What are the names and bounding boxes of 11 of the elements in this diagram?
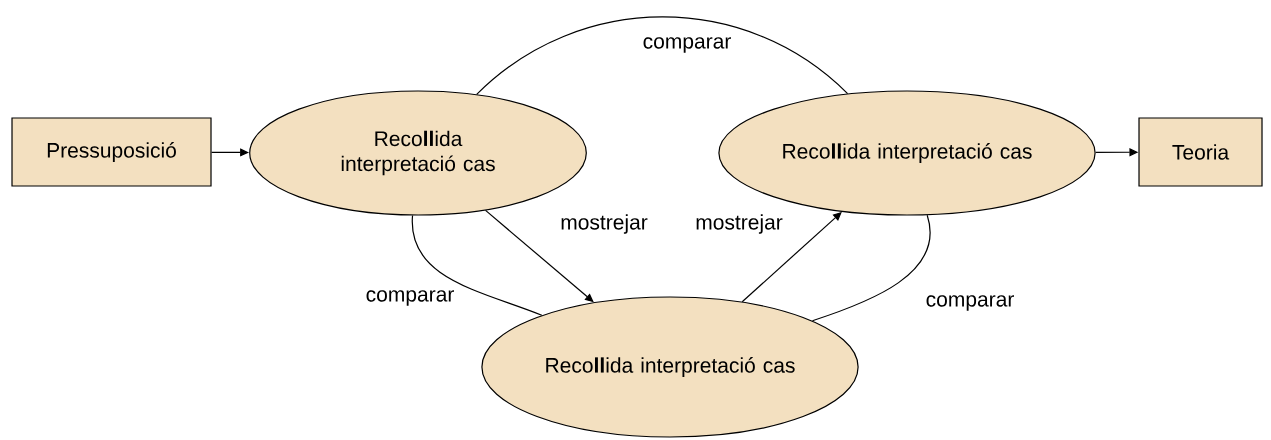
connector-line — [411, 214, 543, 316]
process-box: Pressuposició — [11, 117, 212, 187]
edge-label: comparar — [923, 293, 1017, 313]
connector-line — [811, 214, 931, 322]
arrow — [484, 209, 594, 303]
ellipse-node: Recollida interpretació cas — [481, 296, 859, 438]
connector-line — [476, 16, 849, 95]
edge-label: comparar — [363, 288, 457, 308]
process-box: Teoria — [1138, 117, 1263, 187]
ellipse-node: Recollida interpretació cas — [249, 90, 587, 216]
edge-label: comparar — [640, 35, 734, 55]
